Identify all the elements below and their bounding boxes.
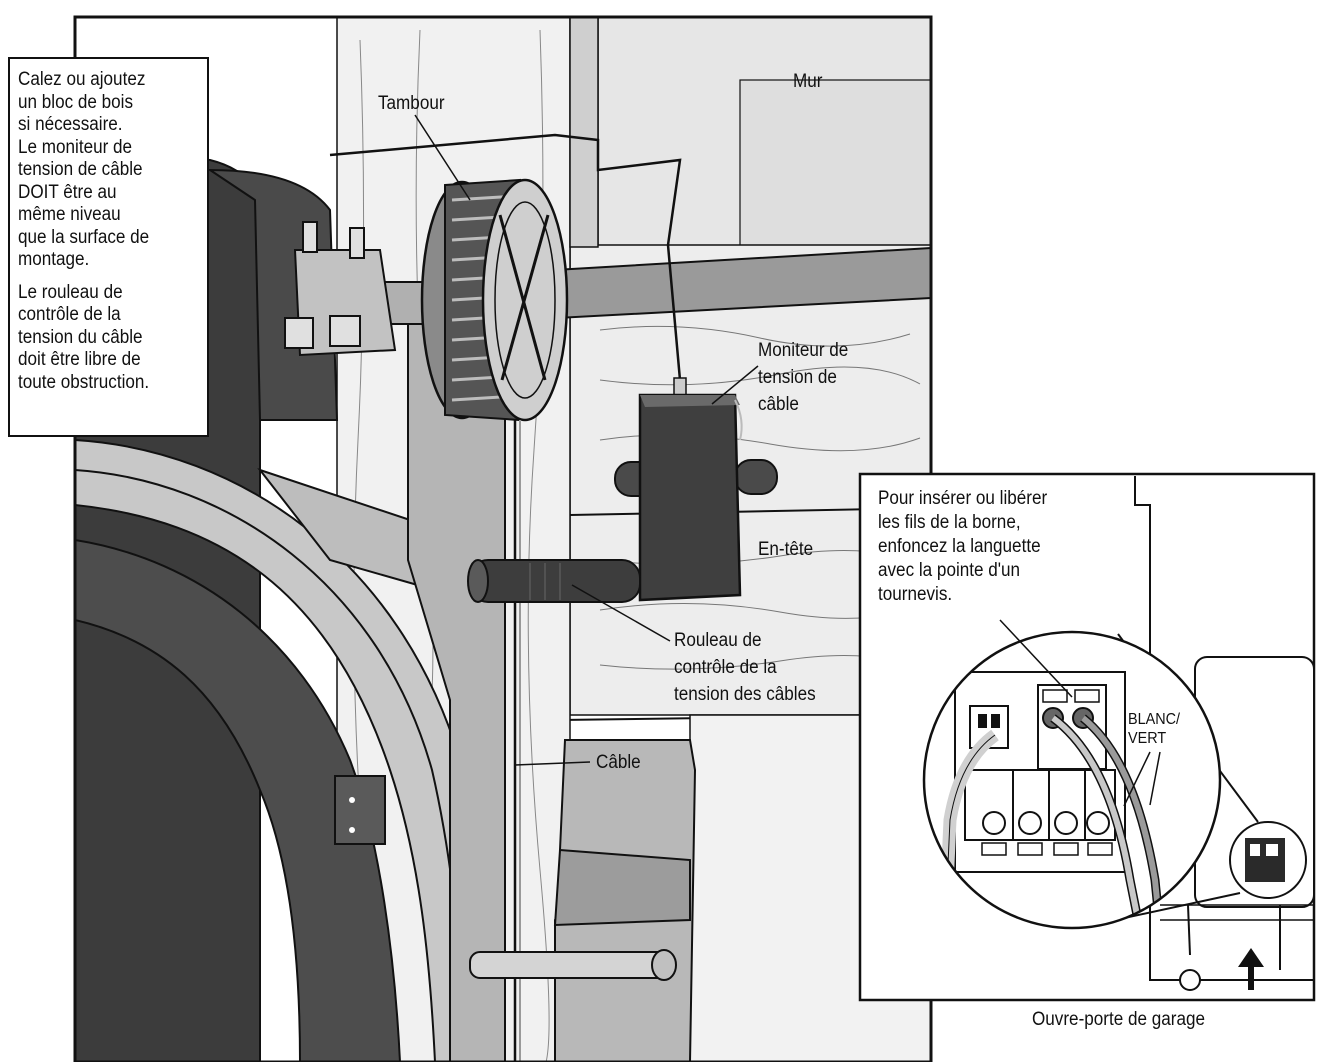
detail-inset (858, 472, 1316, 1002)
bottom-bracket (469, 739, 697, 1062)
note-paragraph-1: Calez ou ajoutez un bloc de bois si néce… (18, 69, 150, 270)
wire-color-label: BLANC/ VERT (1128, 711, 1181, 747)
wall-label: Mur (793, 71, 823, 92)
roller-label: Rouleau de contrôle de la tension des câ… (674, 630, 816, 705)
tension-roller (467, 559, 641, 603)
monitor-wire (329, 133, 682, 381)
header-label: En-tête (758, 539, 814, 560)
drum-label: Tambour (378, 93, 445, 114)
opener-label: Ouvre-porte de garage (1032, 1009, 1206, 1030)
installation-note: Calez ou ajoutez un bloc de bois si néce… (8, 57, 209, 437)
bearing-plate (284, 221, 397, 357)
terminal-closeup (938, 671, 1165, 928)
cable-drum (420, 178, 569, 422)
note-paragraph-2: Le rouleau de contrôle de la tension du … (18, 281, 150, 393)
leader-lines (414, 114, 759, 766)
up-arrow-icon (1238, 948, 1264, 990)
cable-tension-monitor (614, 377, 778, 602)
inset-instruction: Pour insérer ou libérer les fils de la b… (878, 488, 1048, 605)
cable-label: Câble (596, 752, 641, 773)
monitor-label: Moniteur de tension de câble (758, 340, 849, 415)
